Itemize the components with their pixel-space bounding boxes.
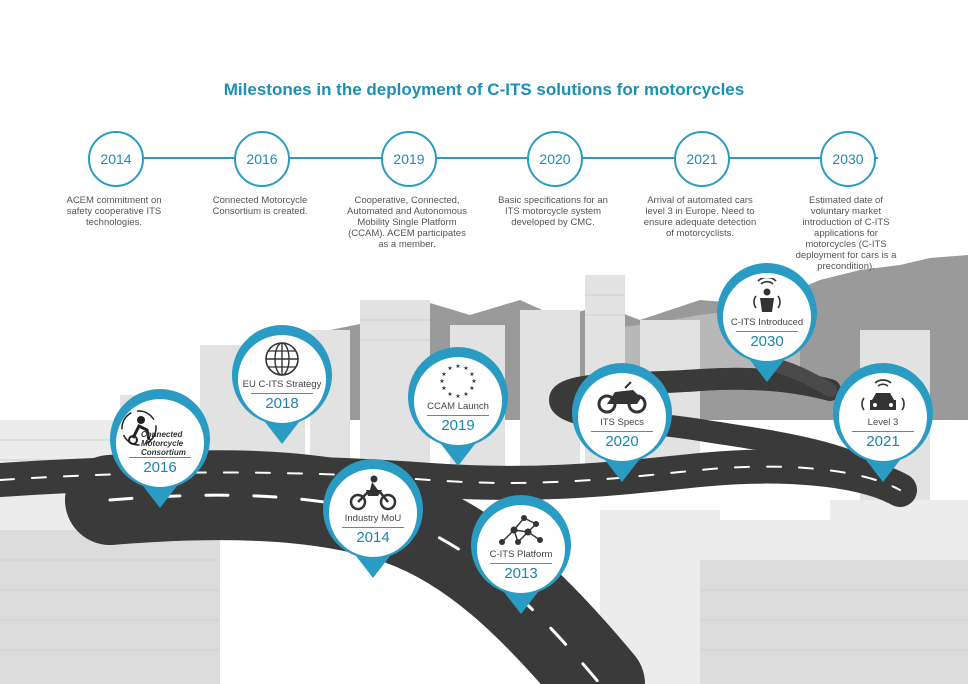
- svg-text:★: ★: [471, 378, 476, 385]
- timeline-desc-2030: Estimated date of voluntary market intro…: [795, 195, 897, 272]
- page-title: Milestones in the deployment of C-ITS so…: [223, 80, 745, 99]
- pin-label: CCAM Launch: [427, 401, 489, 412]
- timeline-line: [88, 157, 878, 159]
- pin-rule: [591, 431, 653, 432]
- sport-motorcycle-icon: [597, 381, 647, 414]
- timeline-year-2014: 2014: [88, 131, 144, 187]
- pin-label: ITS Specs: [600, 417, 644, 428]
- consortium-logo-text: Connected Motorcycle Consortium: [141, 430, 186, 457]
- timeline-desc-2019: Cooperative, Connected, Automated and Au…: [347, 195, 467, 250]
- pin-cits-platform-2013: C-ITS Platform 2013: [466, 494, 576, 622]
- pin-eu-cits-strategy-2018: EU C-ITS Strategy 2018: [227, 324, 337, 452]
- pin-industry-mou-2014: Industry MoU 2014: [318, 458, 428, 586]
- pin-label: Industry MoU: [344, 513, 402, 524]
- pin-label: C-ITS Platform: [489, 549, 553, 560]
- timeline-year-2016: 2016: [234, 131, 290, 187]
- pin-label: EU C-ITS Strategy: [242, 379, 322, 390]
- pin-rule: [129, 457, 191, 458]
- pin-cits-introduced-2030: C-ITS Introduced 2030: [712, 262, 822, 390]
- pin-rule: [251, 393, 313, 394]
- pin-its-specs-2020: ITS Specs 2020: [567, 362, 677, 490]
- timeline-year-2019: 2019: [381, 131, 437, 187]
- timeline-year-2030: 2030: [820, 131, 876, 187]
- svg-text:★: ★: [469, 371, 474, 378]
- pin-year: 2030: [750, 333, 784, 350]
- pin-year: 2019: [441, 417, 475, 434]
- pin-rule: [736, 331, 798, 332]
- pin-year: 2021: [866, 433, 900, 450]
- pin-rule: [427, 415, 489, 416]
- pin-rule: [852, 431, 914, 432]
- connected-car-icon: [861, 379, 905, 411]
- svg-text:★: ★: [455, 393, 460, 400]
- eu-stars-icon: ★★★ ★★★ ★★★ ★★★: [439, 363, 476, 400]
- pin-year: 2014: [356, 529, 390, 546]
- globe-icon: [265, 342, 299, 376]
- timeline-year-2021: 2021: [674, 131, 730, 187]
- motorcycle-rider-icon: [349, 475, 397, 511]
- timeline-desc-2020: Basic specifications for an ITS motorcyc…: [498, 195, 608, 228]
- network-icon: [499, 515, 543, 545]
- timeline-desc-2014: ACEM commitment on safety cooperative IT…: [66, 195, 162, 228]
- pin-level-3-2021: Level 3 2021: [828, 362, 938, 490]
- pin-consortium-2016: Connected Motorcycle Consortium 2016: [105, 388, 215, 516]
- svg-text:★: ★: [441, 371, 446, 378]
- timeline-desc-2016: Connected Motorcycle Consortium is creat…: [212, 195, 308, 217]
- pin-rule: [490, 563, 552, 564]
- svg-text:★: ★: [469, 385, 474, 392]
- svg-text:★: ★: [463, 365, 468, 372]
- svg-text:★: ★: [439, 378, 444, 385]
- svg-text:★: ★: [441, 385, 446, 392]
- svg-text:★: ★: [455, 363, 460, 370]
- svg-text:★: ★: [447, 365, 452, 372]
- pin-year: 2016: [143, 459, 177, 476]
- pin-rule: [342, 527, 404, 528]
- pin-year: 2018: [265, 395, 299, 412]
- pin-year: 2013: [504, 565, 538, 582]
- pin-year: 2020: [605, 433, 639, 450]
- pin-label: C-ITS Introduced: [730, 317, 804, 328]
- pin-ccam-launch-2019: ★★★ ★★★ ★★★ ★★★ CCAM Launch 2019: [403, 346, 513, 474]
- timeline-year-2020: 2020: [527, 131, 583, 187]
- timeline-desc-2021: Arrival of automated cars level 3 in Eur…: [643, 195, 757, 239]
- consortium-logo-icon: [121, 410, 157, 446]
- svg-text:★: ★: [447, 391, 452, 398]
- connected-motorcycle-icon: [753, 278, 781, 312]
- svg-text:★: ★: [463, 391, 468, 398]
- pin-label: Level 3: [867, 417, 899, 428]
